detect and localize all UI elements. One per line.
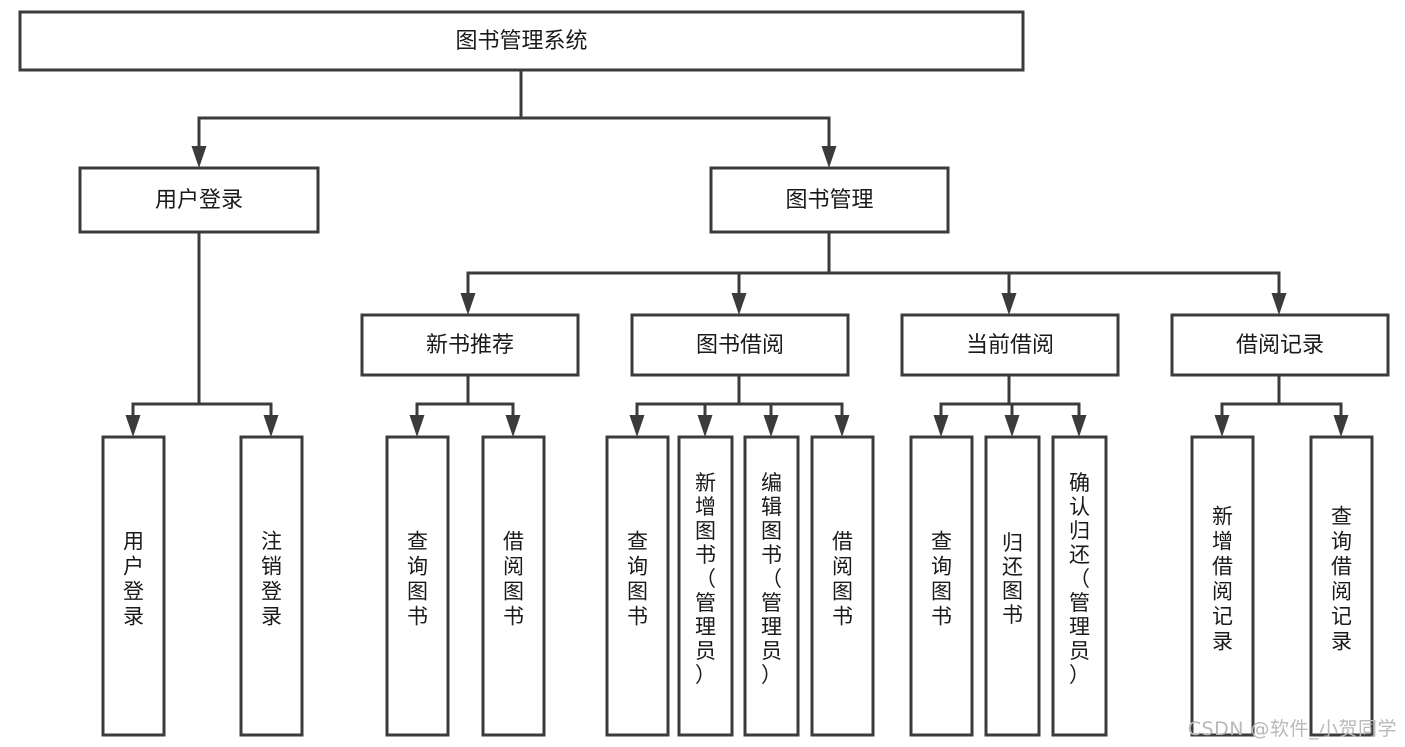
leaf-node-box[interactable] <box>1190 435 1255 737</box>
level3-node-label: 当前借阅 <box>966 333 1054 358</box>
leaf-node-12[interactable]: 查询借阅记录 <box>1309 435 1374 737</box>
level2-node-0[interactable]: 用户登录 <box>78 166 320 234</box>
leaf-node-3[interactable]: 借阅图书 <box>481 435 546 737</box>
level3-node-box[interactable] <box>360 313 580 377</box>
leaf-node-label: 查询图书 <box>407 530 428 629</box>
arrow-record-child-2 <box>1333 402 1349 437</box>
leaf-node-label: 查询借阅记录 <box>1331 505 1352 654</box>
level3-node-box[interactable] <box>1170 313 1390 377</box>
leaf-node-label: 用户登录 <box>123 530 144 629</box>
arrow-current-child-2 <box>1004 402 1020 437</box>
leaf-node-box[interactable] <box>481 435 546 737</box>
level2-node-box[interactable] <box>78 166 320 234</box>
arrow-book-mgmt-to-record <box>1271 271 1287 315</box>
level3-node-2[interactable]: 当前借阅 <box>900 313 1120 377</box>
leaf-node-label: 归还图书 <box>1002 531 1023 627</box>
arrow-borrow-child-1 <box>629 402 645 437</box>
level2-node-label: 用户登录 <box>155 188 243 213</box>
leaf-node-box[interactable] <box>743 435 800 737</box>
leaf-node-label: 借阅图书 <box>503 530 524 629</box>
level3-node-label: 图书借阅 <box>696 333 784 358</box>
leaf-node-4[interactable]: 查询图书 <box>605 435 670 737</box>
arrow-current-child-3 <box>1071 402 1087 437</box>
connector-layer <box>125 68 1349 437</box>
leaf-node-label: 借阅图书 <box>832 530 853 629</box>
level3-node-box[interactable] <box>900 313 1120 377</box>
leaf-node-box[interactable] <box>605 435 670 737</box>
leaf-node-box[interactable] <box>909 435 974 737</box>
arrow-root-to-user-login <box>191 116 207 168</box>
leaf-node-0[interactable]: 用户登录 <box>101 435 166 737</box>
leaf-node-label: 查询图书 <box>627 530 648 629</box>
arrow-current-child-1 <box>933 402 949 437</box>
level2-node-label: 图书管理 <box>785 188 873 213</box>
level3-node-0[interactable]: 新书推荐 <box>360 313 580 377</box>
arrow-borrow-child-2 <box>697 402 713 437</box>
arrow-book-mgmt-to-new-book <box>460 271 476 315</box>
leaf-node-11[interactable]: 新增借阅记录 <box>1190 435 1255 737</box>
leaf-node-10[interactable]: 确认归还（管理员） <box>1051 435 1108 737</box>
root-node-box[interactable] <box>18 10 1025 72</box>
arrow-borrow-child-4 <box>834 402 850 437</box>
level2-node-1[interactable]: 图书管理 <box>709 166 950 234</box>
arrow-record-child-1 <box>1214 402 1230 437</box>
arrow-book-mgmt-to-current <box>1001 271 1017 315</box>
leaf-node-label: 编辑图书（管理员） <box>761 471 782 687</box>
leaf-node-7[interactable]: 借阅图书 <box>810 435 875 737</box>
leaf-node-box[interactable] <box>101 435 166 737</box>
leaf-node-5[interactable]: 新增图书（管理员） <box>677 435 734 737</box>
arrow-new-book-child-2 <box>505 402 521 437</box>
level2-node-box[interactable] <box>709 166 950 234</box>
leaf-node-label: 新增借阅记录 <box>1212 505 1233 654</box>
leaf-node-box[interactable] <box>810 435 875 737</box>
level3-node-box[interactable] <box>630 313 850 377</box>
leaf-node-label: 注销登录 <box>261 530 282 629</box>
leaf-node-2[interactable]: 查询图书 <box>385 435 450 737</box>
node-layer: 图书管理系统用户登录图书管理新书推荐图书借阅当前借阅借阅记录用户登录注销登录查询… <box>18 10 1390 737</box>
leaf-node-box[interactable] <box>239 435 304 737</box>
arrow-borrow-child-3 <box>763 402 779 437</box>
root-node-label: 图书管理系统 <box>455 29 587 54</box>
leaf-node-1[interactable]: 注销登录 <box>239 435 304 737</box>
leaf-node-box[interactable] <box>1051 435 1108 737</box>
leaf-node-label: 新增图书（管理员） <box>695 471 716 687</box>
leaf-node-label: 确认归还（管理员） <box>1069 471 1090 687</box>
leaf-node-box[interactable] <box>385 435 450 737</box>
arrow-book-mgmt-to-borrow <box>731 271 747 315</box>
leaf-node-6[interactable]: 编辑图书（管理员） <box>743 435 800 737</box>
level3-node-1[interactable]: 图书借阅 <box>630 313 850 377</box>
level3-node-label: 新书推荐 <box>426 333 514 358</box>
level3-node-3[interactable]: 借阅记录 <box>1170 313 1390 377</box>
arrow-root-to-book-mgmt <box>821 116 837 168</box>
leaf-node-box[interactable] <box>677 435 734 737</box>
leaf-node-box[interactable] <box>984 435 1041 737</box>
leaf-node-box[interactable] <box>1309 435 1374 737</box>
level3-node-label: 借阅记录 <box>1236 333 1324 358</box>
leaf-node-9[interactable]: 归还图书 <box>984 435 1041 737</box>
root-node-0[interactable]: 图书管理系统 <box>18 10 1025 72</box>
arrow-new-book-child-1 <box>409 402 425 437</box>
leaf-node-8[interactable]: 查询图书 <box>909 435 974 737</box>
leaf-node-label: 查询图书 <box>931 530 952 629</box>
arrow-user-login-child-1 <box>125 402 141 437</box>
arrow-user-login-child-2 <box>263 402 279 437</box>
csdn-watermark: CSDN @软件_小贺同学 <box>1187 718 1397 740</box>
